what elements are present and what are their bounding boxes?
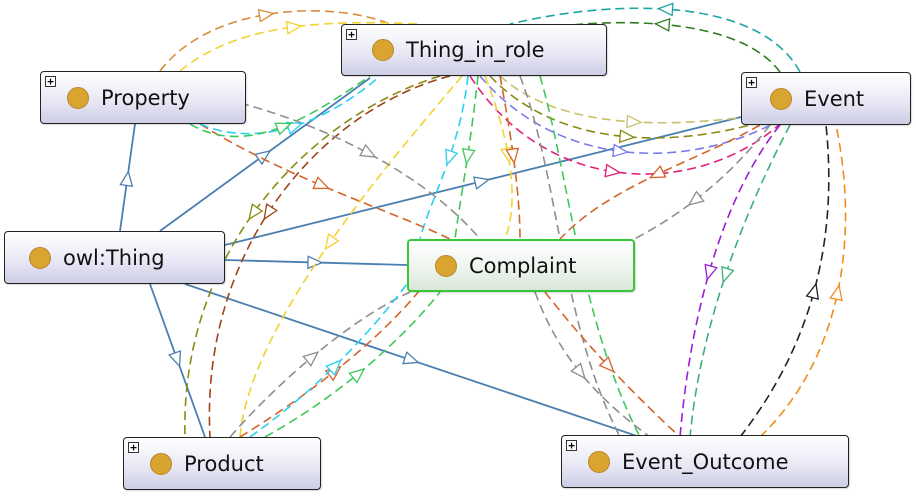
class-icon bbox=[588, 450, 610, 473]
edge-owlthing-eventoutcome-arrowhead bbox=[402, 351, 420, 365]
edge-event-eo-purple-arrowhead bbox=[704, 263, 718, 282]
class-icon bbox=[435, 254, 457, 277]
edge-tir-event-magenta bbox=[469, 75, 781, 175]
node-label: Product bbox=[184, 451, 264, 476]
edge-property-tir-green bbox=[189, 75, 371, 138]
edge-tir-product-brown bbox=[208, 75, 451, 438]
edge-tir-event-violet bbox=[479, 75, 781, 155]
edge-eo-event-black bbox=[739, 124, 830, 438]
expand-icon[interactable]: + bbox=[346, 29, 357, 40]
edge-complaint-eo-gray bbox=[534, 291, 651, 438]
node-event[interactable]: + Event bbox=[741, 72, 911, 125]
edge-product-complaint-gray-arrowhead bbox=[302, 351, 320, 367]
edge-tir-eo-gray bbox=[519, 75, 621, 438]
edge-property-thinginrole-2-arrowhead bbox=[285, 20, 303, 35]
class-icon bbox=[770, 87, 792, 110]
edge-tir-complaint-green-arrowhead bbox=[461, 148, 476, 166]
edge-property-thinginrole-1-arrowhead bbox=[257, 8, 275, 23]
edge-event-complaint-gray bbox=[599, 124, 771, 256]
node-owl-thing[interactable]: owl:Thing bbox=[4, 231, 225, 284]
edge-tir-product-yellow-arrowhead bbox=[324, 233, 340, 251]
node-thing-in-role[interactable]: + Thing_in_role bbox=[341, 24, 607, 76]
node-label: Complaint bbox=[469, 253, 577, 278]
edge-eo-event-black-arrowhead bbox=[805, 282, 820, 300]
edge-product-complaint-cyan bbox=[249, 279, 411, 438]
edge-event-complaint-orange-arrowhead bbox=[648, 165, 667, 179]
edge-product-complaint-green-arrowhead bbox=[348, 367, 366, 384]
node-label: Thing_in_role bbox=[406, 38, 545, 62]
edge-tir-complaint-cyan-arrowhead bbox=[445, 148, 459, 167]
class-icon bbox=[150, 452, 172, 475]
edge-tir-eo-green bbox=[539, 75, 641, 438]
class-icon bbox=[67, 86, 89, 109]
edge-property-complaint-orange bbox=[199, 123, 451, 240]
edge-tir-product-olive bbox=[184, 75, 441, 438]
expand-icon[interactable]: + bbox=[746, 77, 757, 88]
edge-tir-product-olive-arrowhead bbox=[248, 203, 264, 221]
edge-product-complaint-green bbox=[264, 291, 441, 438]
edge-event-eo-purple bbox=[679, 124, 781, 438]
edge-event-complaint-gray-arrowhead bbox=[687, 190, 705, 206]
edge-property-tir-cyan bbox=[199, 75, 381, 135]
expand-icon[interactable]: + bbox=[566, 440, 577, 451]
edge-property-tir-green-arrowhead bbox=[274, 122, 293, 136]
node-product[interactable]: + Product bbox=[123, 437, 321, 490]
class-icon bbox=[29, 246, 51, 269]
node-complaint[interactable]: Complaint bbox=[407, 239, 635, 292]
edge-complaint-eo-gray-arrowhead bbox=[570, 362, 586, 380]
edge-tir-complaint-rust-arrowhead bbox=[505, 147, 520, 165]
edge-property-complaint-orange-arrowhead bbox=[312, 176, 330, 190]
edge-event-eo-seagreen-arrowhead bbox=[721, 265, 735, 284]
edge-tir-complaint-cyan bbox=[419, 75, 469, 240]
edge-event-thinginrole-1 bbox=[509, 7, 801, 73]
edge-event-thinginrole-2-arrowhead bbox=[653, 17, 671, 32]
node-label: Property bbox=[101, 85, 190, 110]
edge-complaint-eo-rust bbox=[544, 291, 681, 438]
edge-tir-event-khaki-arrowhead bbox=[626, 114, 643, 129]
edge-tir-event-magenta-arrowhead bbox=[604, 163, 622, 178]
edge-product-complaint-gray bbox=[229, 291, 411, 438]
expand-icon[interactable]: + bbox=[128, 442, 139, 453]
edge-product-complaint-cyan-arrowhead bbox=[325, 359, 342, 376]
edge-tir-event-violet-arrowhead bbox=[612, 143, 630, 158]
edge-owlthing-thinginrole-arrowhead bbox=[253, 149, 272, 166]
edge-eo-event-amber-arrowhead bbox=[829, 283, 843, 302]
node-label: owl:Thing bbox=[63, 245, 165, 270]
edge-owlthing-property-arrowhead bbox=[119, 169, 134, 188]
edge-tir-event-olive-arrowhead bbox=[618, 129, 636, 144]
node-property[interactable]: + Property bbox=[40, 71, 246, 124]
edge-tir-event-olive bbox=[489, 75, 781, 139]
edge-property-tir-cyan-arrowhead bbox=[285, 121, 304, 135]
node-label: Event_Outcome bbox=[622, 449, 789, 474]
edge-complaint-eo-rust-arrowhead bbox=[598, 356, 615, 373]
edge-eo-event-amber bbox=[759, 124, 847, 438]
edge-event-thinginrole-1-arrowhead bbox=[656, 2, 674, 17]
node-label: Event bbox=[804, 86, 865, 111]
class-icon bbox=[372, 39, 394, 61]
edge-property-complaint-gray-arrowhead bbox=[358, 143, 377, 158]
node-event-outcome[interactable]: + Event_Outcome bbox=[561, 435, 849, 488]
edge-event-eo-seagreen bbox=[689, 124, 791, 438]
edge-owlthing-event-arrowhead bbox=[472, 176, 491, 190]
edge-owlthing-product-arrowhead bbox=[167, 349, 182, 368]
edge-tir-product-brown-arrowhead bbox=[263, 202, 278, 221]
expand-icon[interactable]: + bbox=[45, 76, 56, 87]
edge-tir-product-yellow bbox=[239, 75, 463, 438]
